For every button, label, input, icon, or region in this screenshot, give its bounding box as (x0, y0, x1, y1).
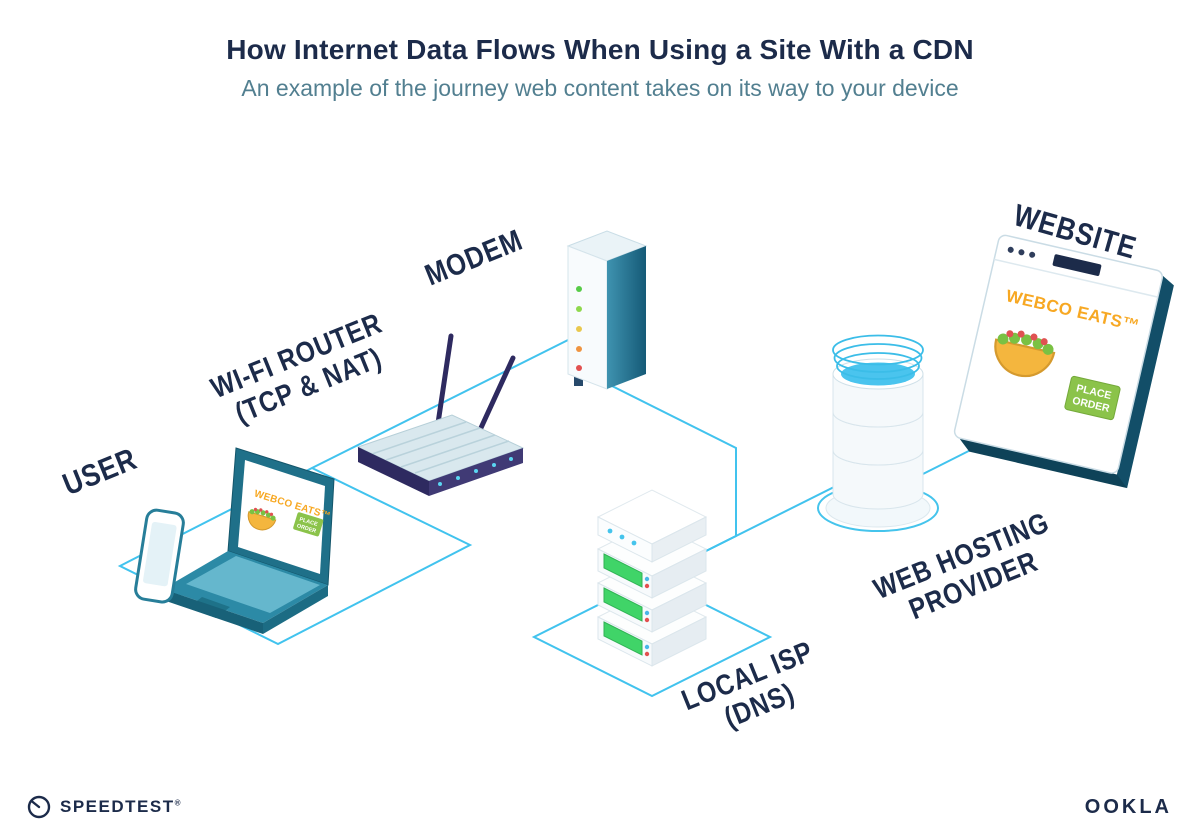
db-cylinder-bottom (832, 449, 924, 510)
page-title: How Internet Data Flows When Using a Sit… (226, 34, 974, 65)
modem-front-face (567, 245, 608, 390)
website-browser: WEBCO EATS™ PLACE ORDER (953, 234, 1174, 489)
modem-device (566, 230, 648, 390)
laptop-device: WEBCO EATS™ PLACE ORDER (163, 447, 335, 634)
modem-foot-left (574, 372, 583, 386)
laptop-right-edge (263, 585, 328, 634)
page-subtitle: An example of the journey web content ta… (241, 75, 959, 101)
browser-side-depth (1116, 275, 1174, 489)
router-front-left-face (358, 447, 429, 496)
browser-address-chip (1052, 254, 1102, 276)
router-led-lights (438, 457, 513, 486)
phone-device (134, 508, 185, 604)
ookla-wordmark: OOKLA (1084, 795, 1172, 818)
phone-screen (143, 521, 177, 587)
laptop-to-modem-line (311, 329, 589, 469)
modem-status-leds (576, 286, 582, 371)
server-green-panel (603, 553, 643, 588)
server-green-panel (603, 587, 643, 622)
browser-bottom-depth (959, 438, 1128, 489)
hosting-db-device (817, 334, 939, 532)
router-device (356, 333, 525, 496)
taco-icon (994, 330, 1056, 378)
taco-icon (247, 507, 277, 531)
browser-topbar-divider (993, 258, 1159, 298)
server-cap (596, 489, 708, 563)
db-water (841, 362, 915, 386)
db-rings (832, 334, 924, 380)
svg-text:PLACE: PLACE (299, 517, 319, 528)
svg-text:ORDER: ORDER (296, 523, 317, 535)
router-grooves (371, 421, 510, 474)
speedtest-gauge-icon (27, 795, 51, 819)
trademark-symbol: ® (174, 798, 182, 808)
laptop-front-edge (163, 589, 263, 634)
laptop-place-order-button (293, 512, 324, 537)
laptop-screen (238, 460, 325, 574)
server-green-panel (603, 621, 643, 656)
speedtest-wordmark: SPEEDTEST® (60, 797, 182, 816)
header: How Internet Data Flows When Using a Sit… (0, 34, 1200, 102)
router-antenna-left (434, 333, 454, 433)
modem-side-face (607, 246, 646, 389)
browser-window-dots (1007, 246, 1036, 258)
laptop-keyboard (186, 556, 320, 613)
speedtest-logo: SPEEDTEST® (26, 794, 182, 820)
router-antenna-right (477, 355, 516, 433)
footer: SPEEDTEST® OOKLA (26, 794, 1172, 820)
place-order-button (1064, 375, 1121, 421)
isp-server-device (596, 489, 708, 667)
